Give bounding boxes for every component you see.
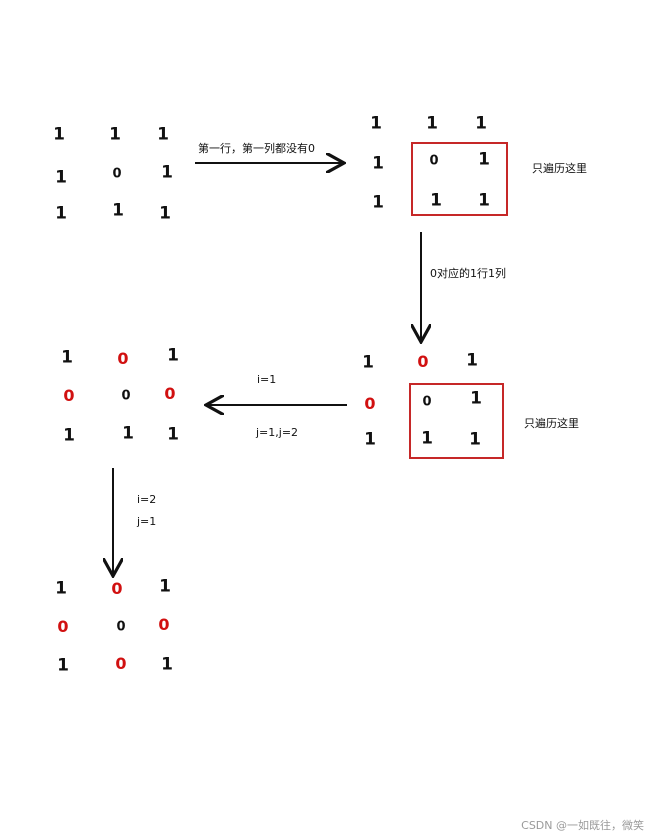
matrix-3-r0-c0: 1 xyxy=(362,352,374,373)
matrix-4-r0-c1: 0 xyxy=(117,349,129,368)
i-equals-2-label: i=2 xyxy=(137,493,157,506)
matrix-4-r1-c0: 0 xyxy=(63,386,75,405)
matrix-2-r0-c1: 1 xyxy=(426,113,438,134)
matrix-4-r1-c2: 0 xyxy=(164,384,176,403)
matrix-2-r2-c2: 1 xyxy=(478,190,490,211)
matrix-2-r2-c0: 1 xyxy=(372,192,384,213)
matrix-2-r1-c0: 1 xyxy=(372,153,384,174)
matrix-1-r0-c2: 1 xyxy=(157,124,169,145)
matrix-4-r2-c2: 1 xyxy=(167,424,179,445)
j-equals-1-label: j=1 xyxy=(137,515,157,528)
matrix-3-r1-c0: 0 xyxy=(364,394,376,413)
matrix-4-r1-c1: 0 xyxy=(121,388,131,404)
matrix-3-r1-c2: 1 xyxy=(470,388,482,409)
matrix-5-r0-c2: 1 xyxy=(159,576,171,597)
matrix-2-r0-c2: 1 xyxy=(475,113,487,134)
only-traverse-here-label-2: 只遍历这里 xyxy=(524,417,579,430)
matrix-2-r2-c1: 1 xyxy=(430,190,442,211)
matrix-1-r1-c0: 1 xyxy=(55,167,67,188)
matrix-4-r2-c0: 1 xyxy=(63,425,75,446)
matrix-1-r1-c1: 0 xyxy=(112,166,122,182)
watermark: CSDN @一如既往，微笑 xyxy=(521,819,644,832)
matrix-5-r1-c0: 0 xyxy=(57,617,69,636)
matrix-5-r2-c2: 1 xyxy=(161,654,173,675)
matrix-2-r0-c0: 1 xyxy=(370,113,382,134)
only-traverse-here-label-1: 只遍历这里 xyxy=(532,162,587,175)
matrix-3-r2-c0: 1 xyxy=(364,429,376,450)
matrix-5-r2-c1: 0 xyxy=(115,654,127,673)
matrix-3-r0-c1: 0 xyxy=(417,352,429,371)
matrix-5-r2-c0: 1 xyxy=(57,655,69,676)
matrix-3-r2-c1: 1 xyxy=(421,428,433,449)
matrix-4-r0-c2: 1 xyxy=(167,345,179,366)
matrix-5-r1-c2: 0 xyxy=(158,615,170,634)
matrix-1-r2-c0: 1 xyxy=(55,203,67,224)
matrix-1-r2-c1: 1 xyxy=(112,200,124,221)
traverse-region-box-1 xyxy=(411,142,508,216)
matrix-5-r1-c1: 0 xyxy=(116,619,126,635)
matrix-5-r0-c0: 1 xyxy=(55,578,67,599)
i-equals-1-label: i=1 xyxy=(257,373,277,386)
matrix-3-r1-c1: 0 xyxy=(422,394,432,410)
matrix-3-r0-c2: 1 xyxy=(466,350,478,371)
matrix-3-r2-c2: 1 xyxy=(469,429,481,450)
j-equals-1-2-label: j=1,j=2 xyxy=(256,426,299,439)
matrix-1-r0-c0: 1 xyxy=(53,124,65,145)
matrix-4-r2-c1: 1 xyxy=(122,423,134,444)
matrix-4-r0-c0: 1 xyxy=(61,347,73,368)
matrix-2-r1-c2: 1 xyxy=(478,149,490,170)
matrix-5-r0-c1: 0 xyxy=(111,579,123,598)
arrow-2-label: 0对应的1行1列 xyxy=(430,267,506,280)
traverse-region-box-2 xyxy=(409,383,504,459)
matrix-1-r2-c2: 1 xyxy=(159,203,171,224)
arrow-1-label: 第一行，第一列都没有0 xyxy=(198,142,315,155)
matrix-1-r1-c2: 1 xyxy=(161,162,173,183)
matrix-1-r0-c1: 1 xyxy=(109,124,121,145)
matrix-2-r1-c1: 0 xyxy=(429,153,439,169)
